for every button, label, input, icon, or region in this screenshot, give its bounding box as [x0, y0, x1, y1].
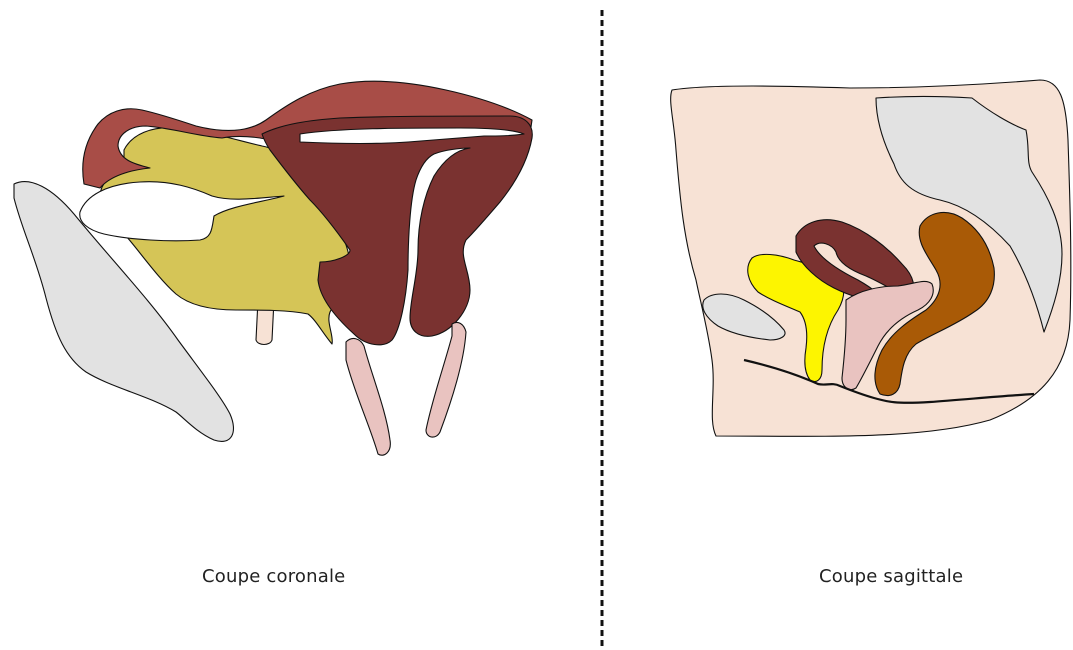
sagittal-section: [671, 80, 1071, 436]
ligament-right: [426, 322, 466, 437]
ligament-left: [346, 339, 390, 456]
coronal-section: [14, 81, 532, 455]
caption-coronal: Coupe coronale: [202, 566, 345, 587]
caption-sagittal: Coupe sagittale: [819, 566, 963, 587]
